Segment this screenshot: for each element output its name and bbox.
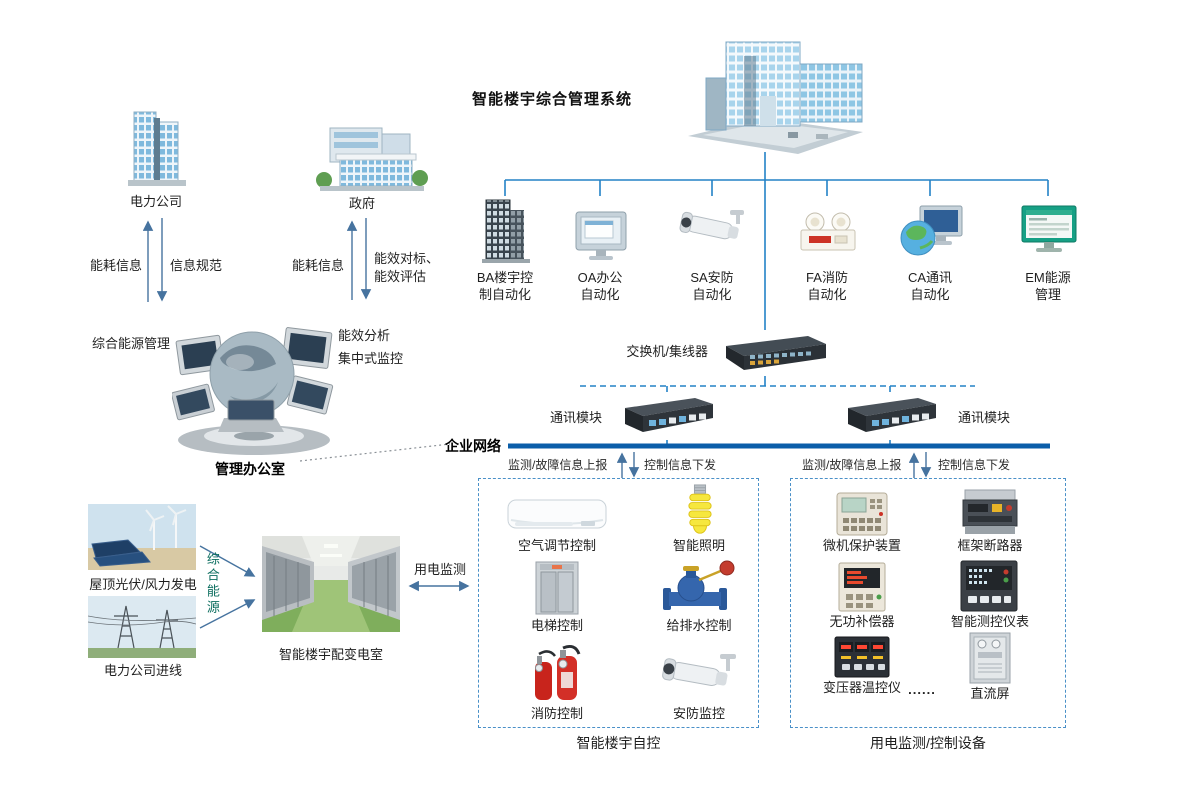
left-control-label: 控制信息下发 (644, 458, 717, 472)
em-monitor-icon (1018, 204, 1080, 258)
switch-label: 交换机/集线器 (626, 344, 708, 359)
pv-wind-label: 屋顶光伏/风力发电 (89, 577, 197, 592)
security-camera-icon (658, 650, 740, 700)
water-valve-icon (661, 558, 737, 616)
central-monitoring-label: 集中式监控 (338, 351, 404, 366)
subsystem-fa-label: FA消防自动化 (806, 270, 848, 302)
power-company-label: 电力公司 (129, 194, 182, 209)
oa-monitor-icon (573, 210, 629, 262)
comm-module-right-icon (840, 392, 940, 442)
building-automation-box (478, 478, 759, 728)
pv-wind-photo-icon (88, 504, 196, 570)
enterprise-network-label: 企业网络 (445, 438, 501, 454)
subsystem-ca-label: CA通讯自动化 (907, 270, 953, 302)
network-switch-icon (712, 328, 830, 378)
elevator-icon (534, 560, 580, 616)
fa-emergency-light-icon (795, 210, 859, 256)
sa-camera-icon (676, 206, 748, 256)
ba-building-icon (480, 196, 532, 266)
power-company-building-icon (124, 108, 190, 190)
gov-down-flow-label-1: 能效对标、 (374, 251, 440, 266)
smart-meter-icon (960, 560, 1018, 612)
government-label: 政府 (348, 196, 375, 211)
protection-device-label: 微机保护装置 (822, 538, 901, 553)
security-monitor-label: 安防监控 (672, 706, 725, 721)
ca-globe-computer-icon (898, 204, 964, 258)
power-down-flow-label: 信息规范 (170, 258, 223, 273)
government-building-icon (312, 118, 430, 194)
subsystem-oa-label: OA办公自动化 (577, 270, 623, 302)
device-box-title: 用电监测/控制设备 (870, 735, 986, 751)
transformer-temp-label: 变压器温控仪 (822, 680, 901, 695)
reactive-compensator-icon (838, 562, 886, 612)
management-office-label: 管理办公室 (215, 461, 285, 477)
substation-label: 智能楼宇配变电室 (278, 647, 383, 662)
comm-module-right-label: 通讯模块 (957, 410, 1010, 425)
building-box-title: 智能楼宇自控 (576, 735, 661, 751)
gov-down-flow-label-2: 能效评估 (374, 269, 427, 284)
air-conditioner-icon (507, 498, 607, 534)
efficiency-analysis-label: 能效分析 (338, 328, 391, 343)
integrated-energy-label: 综合能源 (204, 552, 220, 616)
subsystem-sa-label: SA安防自动化 (690, 270, 734, 302)
fire-extinguisher-icon (527, 642, 587, 704)
management-office-icon (172, 292, 337, 460)
gov-up-flow-label: 能耗信息 (291, 258, 344, 273)
power-monitor-box (790, 478, 1066, 728)
comm-module-left-label: 通讯模块 (549, 410, 602, 425)
smart-meter-label: 智能测控仪表 (950, 614, 1029, 629)
power-lines-photo-icon (88, 596, 196, 658)
reactive-compensator-label: 无功补偿器 (829, 614, 895, 629)
comm-module-left-icon (617, 392, 717, 442)
protection-device-icon (836, 492, 888, 536)
integrated-energy-mgmt-label: 综合能源管理 (92, 336, 171, 351)
ac-control-label: 空气调节控制 (517, 538, 596, 553)
power-up-flow-label: 能耗信息 (89, 258, 142, 273)
subsystem-em-label: EM能源管理 (1025, 270, 1071, 302)
main-building-icon (648, 36, 876, 156)
water-control-label: 给排水控制 (666, 618, 732, 633)
substation-room-icon (262, 536, 400, 632)
right-control-label: 控制信息下发 (938, 458, 1011, 472)
cfl-bulb-icon (682, 484, 718, 536)
smart-lighting-label: 智能照明 (672, 538, 725, 553)
dc-panel-label: 直流屏 (970, 686, 1010, 701)
subsystem-ba-label: BA楼宇控制自动化 (476, 270, 534, 302)
page-title: 智能楼宇综合管理系统 (472, 91, 633, 108)
dc-panel-icon (968, 632, 1012, 684)
elevator-control-label: 电梯控制 (530, 618, 583, 633)
power-incoming-label: 电力公司进线 (103, 663, 182, 678)
fire-control-label: 消防控制 (530, 706, 583, 721)
circuit-breaker-label: 框架断路器 (957, 538, 1023, 553)
ellipsis-dots: ...... (908, 682, 936, 697)
right-report-label: 监测/故障信息上报 (802, 458, 902, 472)
left-report-label: 监测/故障信息上报 (508, 458, 608, 472)
circuit-breaker-icon (962, 488, 1018, 536)
transformer-temp-controller-icon (834, 636, 890, 678)
power-monitor-label: 用电监测 (413, 562, 466, 577)
